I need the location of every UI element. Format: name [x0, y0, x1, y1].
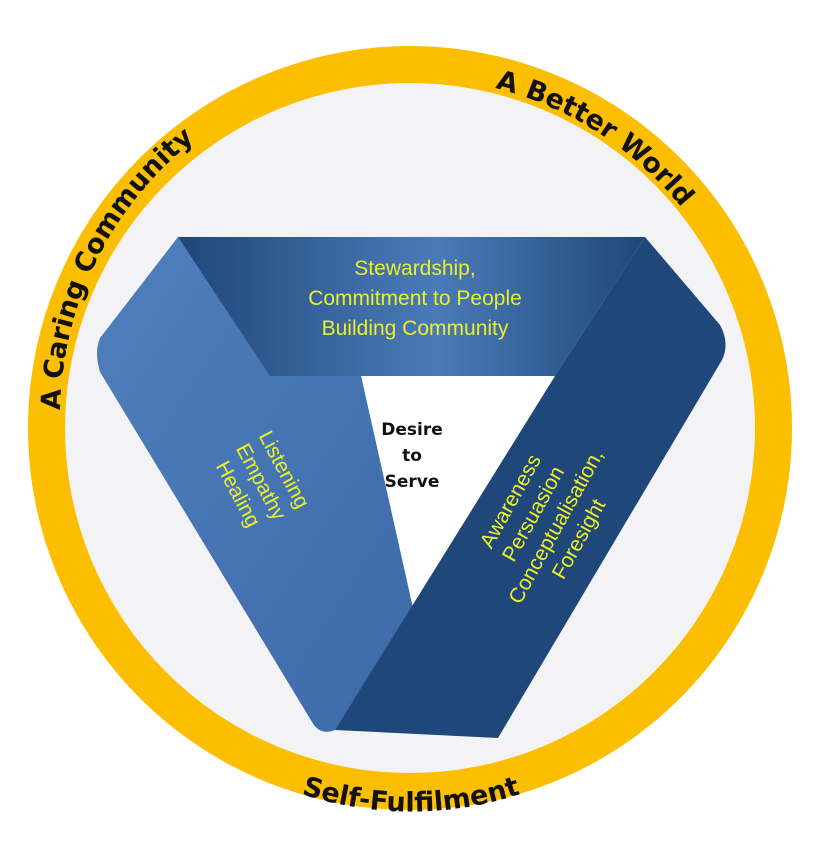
center-text: Desire to Serve	[381, 420, 443, 492]
top-band-line-1: Stewardship,	[354, 257, 475, 280]
center-line-1: Desire	[381, 420, 443, 440]
top-band-text: Stewardship, Commitment to People Buildi…	[308, 257, 522, 340]
top-band	[178, 237, 645, 376]
center-line-2: to	[402, 446, 422, 466]
top-band-line-2: Commitment to People	[308, 287, 522, 310]
right-band	[335, 237, 726, 738]
top-band-line-3: Building Community	[322, 317, 509, 340]
center-line-3: Serve	[385, 472, 440, 492]
